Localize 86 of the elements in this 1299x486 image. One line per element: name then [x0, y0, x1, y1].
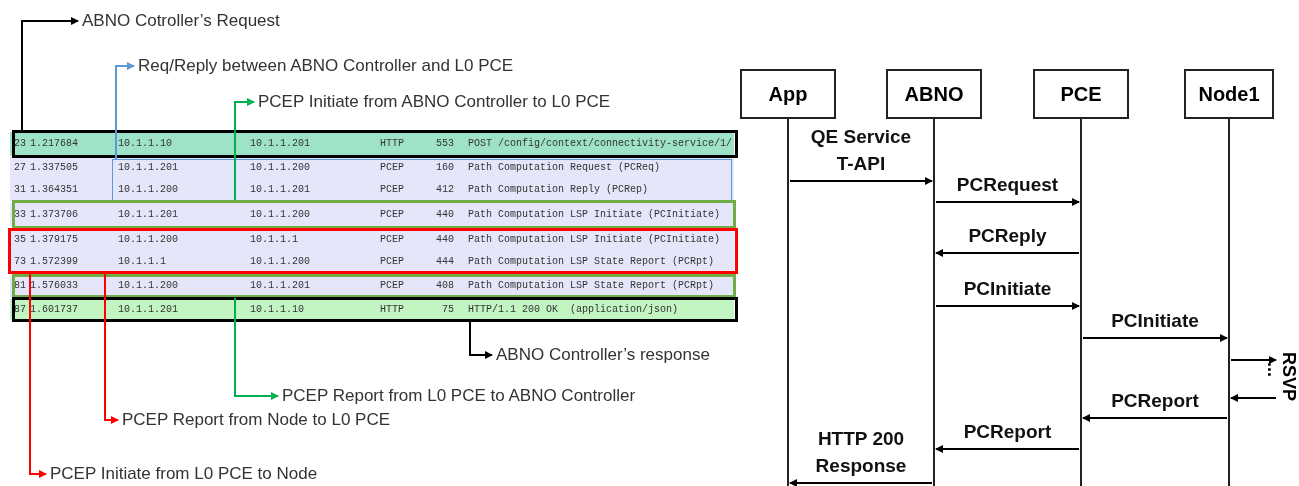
leader-line [234, 297, 279, 400]
ip-address: 10.1.1.201 [250, 279, 310, 293]
timestamp: 1.601737 [30, 303, 78, 317]
message-arrow [935, 198, 1080, 206]
leader-line [29, 273, 47, 478]
message-arrow [1082, 334, 1228, 342]
packet-info: Path Computation Reply (PCRep) [468, 183, 649, 197]
packet-number: 73 [14, 255, 26, 269]
annotation-text: PCEP Initiate from L0 PCE to Node [50, 464, 318, 484]
leader-line [115, 62, 135, 160]
ip-address: 10.1.1.10 [250, 303, 304, 317]
leader-line [234, 98, 255, 201]
message-arrow [1230, 356, 1277, 364]
ip-address: 10.1.1.201 [118, 208, 178, 222]
participant-box: Node1 [1184, 69, 1274, 119]
annotation-text: Req/Reply between ABNO Controller and L0 PCE [138, 56, 514, 76]
timestamp: 1.337505 [30, 161, 78, 175]
packet-length: 408 [436, 279, 454, 293]
ip-address: 10.1.1.200 [118, 233, 178, 247]
annotation-text: PCEP Report from L0 PCE to ABNO Controller [282, 386, 636, 406]
packet-length: 440 [436, 208, 454, 222]
annotation-text: PCEP Report from Node to L0 PCE [122, 410, 391, 430]
ip-address: 10.1.1.201 [118, 161, 178, 175]
packet-length: 444 [436, 255, 454, 269]
protocol-name: PCEP [380, 161, 404, 175]
protocol-name: HTTP [380, 303, 404, 317]
leader-line [21, 17, 79, 131]
packet-info: Path Computation LSP Initiate (PCInitiate) [468, 208, 721, 222]
packet-number: 87 [14, 303, 26, 317]
timestamp: 1.373706 [30, 208, 78, 222]
packet-length: 553 [436, 137, 454, 151]
packet-info: Path Computation Request (PCReq) [468, 161, 661, 175]
packet-info: Path Computation LSP State Report (PCRpt) [468, 255, 715, 269]
timestamp: 1.217684 [30, 137, 78, 151]
participant-box: App [740, 69, 836, 119]
participant-box: ABNO [886, 69, 982, 119]
packet-info: Path Computation LSP Initiate (PCInitiate) [468, 233, 721, 247]
timestamp: 1.379175 [30, 233, 78, 247]
message-arrow [1082, 414, 1228, 422]
packet-info: Path Computation LSP State Report (PCRpt) [468, 279, 715, 293]
message-arrow [1230, 394, 1277, 402]
leader-line [469, 321, 493, 359]
protocol-name: PCEP [380, 233, 404, 247]
ip-address: 10.1.1.201 [250, 137, 310, 151]
timestamp: 1.364351 [30, 183, 78, 197]
packet-number: 27 [14, 161, 26, 175]
packet-number: 35 [14, 233, 26, 247]
ip-address: 10.1.1.200 [250, 161, 310, 175]
protocol-name: PCEP [380, 255, 404, 269]
annotation-text: ABNO Cotroller’s Request [82, 11, 280, 31]
message-arrow [935, 445, 1080, 453]
annotation-text: ABNO Controller’s response [496, 345, 710, 365]
highlight-frame [112, 159, 732, 201]
protocol-name: PCEP [380, 183, 404, 197]
ip-address: 10.1.1.201 [118, 303, 178, 317]
highlight-frame [8, 228, 738, 274]
timestamp: 1.576033 [30, 279, 78, 293]
ip-address: 10.1.1.201 [250, 183, 310, 197]
leader-line [104, 273, 119, 424]
ip-address: 10.1.1.200 [250, 208, 310, 222]
packet-length: 75 [442, 303, 454, 317]
message-arrow [935, 249, 1080, 257]
participant-box: PCE [1033, 69, 1129, 119]
packet-number: 23 [14, 137, 26, 151]
timestamp: 1.572399 [30, 255, 78, 269]
ip-address: 10.1.1.200 [250, 255, 310, 269]
protocol-name: HTTP [380, 137, 404, 151]
protocol-name: PCEP [380, 279, 404, 293]
packet-length: 440 [436, 233, 454, 247]
ip-address: 10.1.1.1 [250, 233, 298, 247]
packet-info: HTTP/1.1 200 OK (application/json) [468, 303, 679, 317]
message-arrow [935, 302, 1080, 310]
message-arrow [789, 177, 933, 185]
packet-number: 33 [14, 208, 26, 222]
ip-address: 10.1.1.1 [118, 255, 166, 269]
ip-address: 10.1.1.10 [118, 137, 172, 151]
packet-length: 412 [436, 183, 454, 197]
packet-number: 31 [14, 183, 26, 197]
annotation-text: PCEP Initiate from ABNO Controller to L0 PCE [258, 92, 611, 112]
packet-length: 160 [436, 161, 454, 175]
message-arrow [789, 479, 933, 486]
ip-address: 10.1.1.200 [118, 183, 178, 197]
packet-info: POST /config/context/connectivity-service/1/ [468, 137, 733, 151]
protocol-name: PCEP [380, 208, 404, 222]
packet-number: 81 [14, 279, 26, 293]
ip-address: 10.1.1.200 [118, 279, 178, 293]
